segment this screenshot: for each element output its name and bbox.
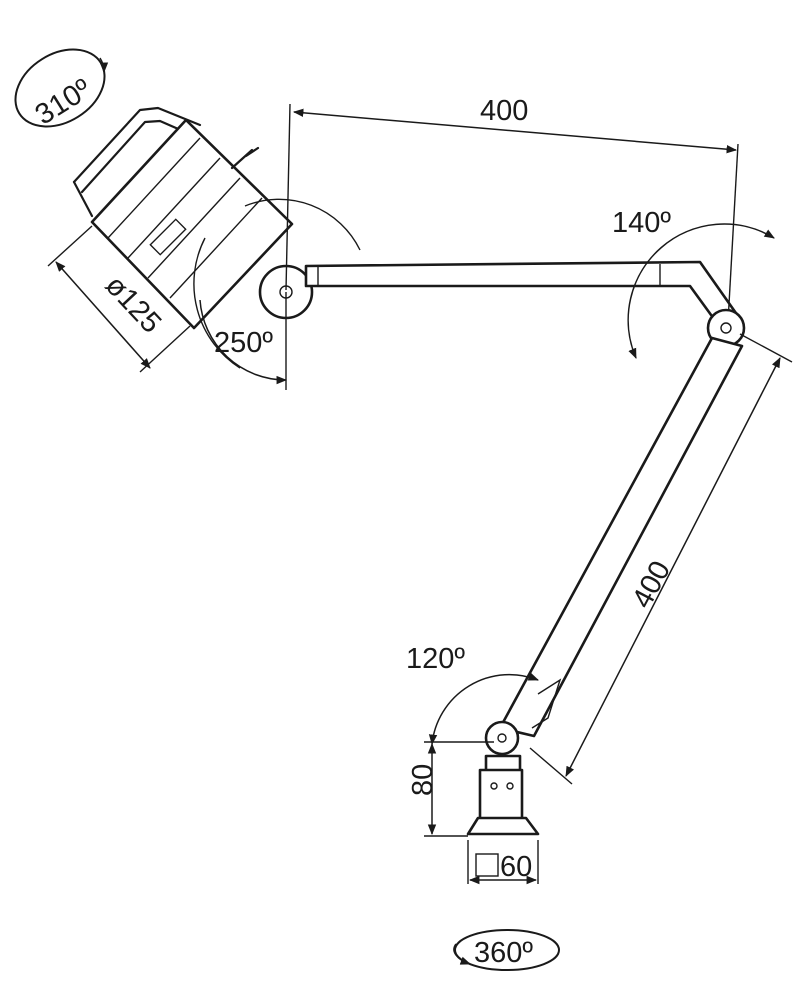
base-height-label: 80: [407, 764, 439, 796]
base-rotation-indicator: 360º: [453, 929, 560, 971]
base-height-dimension: 80: [407, 741, 494, 837]
base-square-label: 60: [500, 851, 532, 883]
elbow-joint: 140º: [612, 207, 775, 359]
lower-arm-dimension: 400: [529, 333, 793, 785]
base-rotation-label: 360º: [474, 937, 533, 969]
lamp-base: [466, 754, 540, 836]
upper-arm-length-label: 400: [480, 95, 528, 127]
upper-arm: [304, 260, 740, 332]
head-tilt-indicator: 250º: [199, 292, 288, 390]
elbow-angle-label: 140º: [612, 207, 671, 239]
lower-arm: [498, 336, 744, 738]
lamp-head: [72, 106, 361, 369]
head-rotation-indicator: 310º: [14, 48, 109, 131]
base-joint: 120º: [406, 643, 539, 756]
base-joint-angle-label: 120º: [406, 643, 465, 675]
head-tilt-label: 250º: [214, 327, 273, 359]
lower-arm-length-label: 400: [626, 556, 677, 614]
base-square-dimension: 60: [467, 840, 539, 885]
